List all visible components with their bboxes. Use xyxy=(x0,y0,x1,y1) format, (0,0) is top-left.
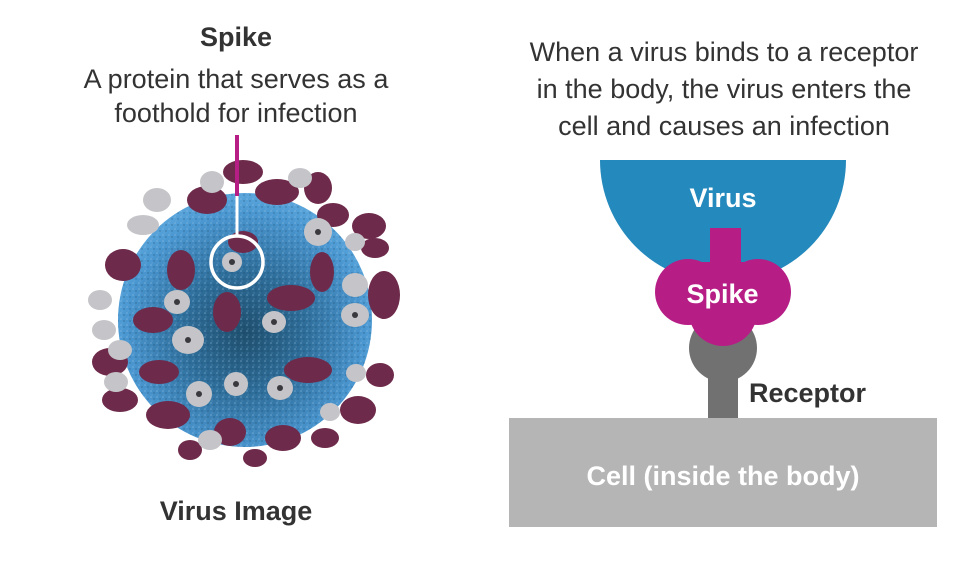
virus-image-caption: Virus Image xyxy=(159,496,313,526)
spike-description-line: A protein that serves as a xyxy=(83,64,389,94)
highlight-circle xyxy=(209,234,265,290)
receptor-label: Receptor xyxy=(749,378,867,408)
spike-shape xyxy=(655,259,791,346)
binding-caption: When a virus binds to a receptor in the … xyxy=(490,34,958,145)
virus-label: Virus xyxy=(689,183,757,213)
spike-description: A protein that serves as a foothold for … xyxy=(20,62,452,130)
spike-stem xyxy=(710,228,741,268)
caption-line: in the body, the virus enters the xyxy=(536,74,912,104)
cell-box xyxy=(509,418,937,527)
spike-label: Spike xyxy=(686,279,759,309)
caption-line: cell and causes an infection xyxy=(558,111,890,141)
virus-shape xyxy=(600,160,846,283)
spike-title: Spike xyxy=(199,22,273,52)
caption-line: When a virus binds to a receptor xyxy=(529,37,919,67)
cell-label: Cell (inside the body) xyxy=(586,461,860,491)
virus-image xyxy=(88,160,400,467)
spike-description-line: foothold for infection xyxy=(114,98,358,128)
